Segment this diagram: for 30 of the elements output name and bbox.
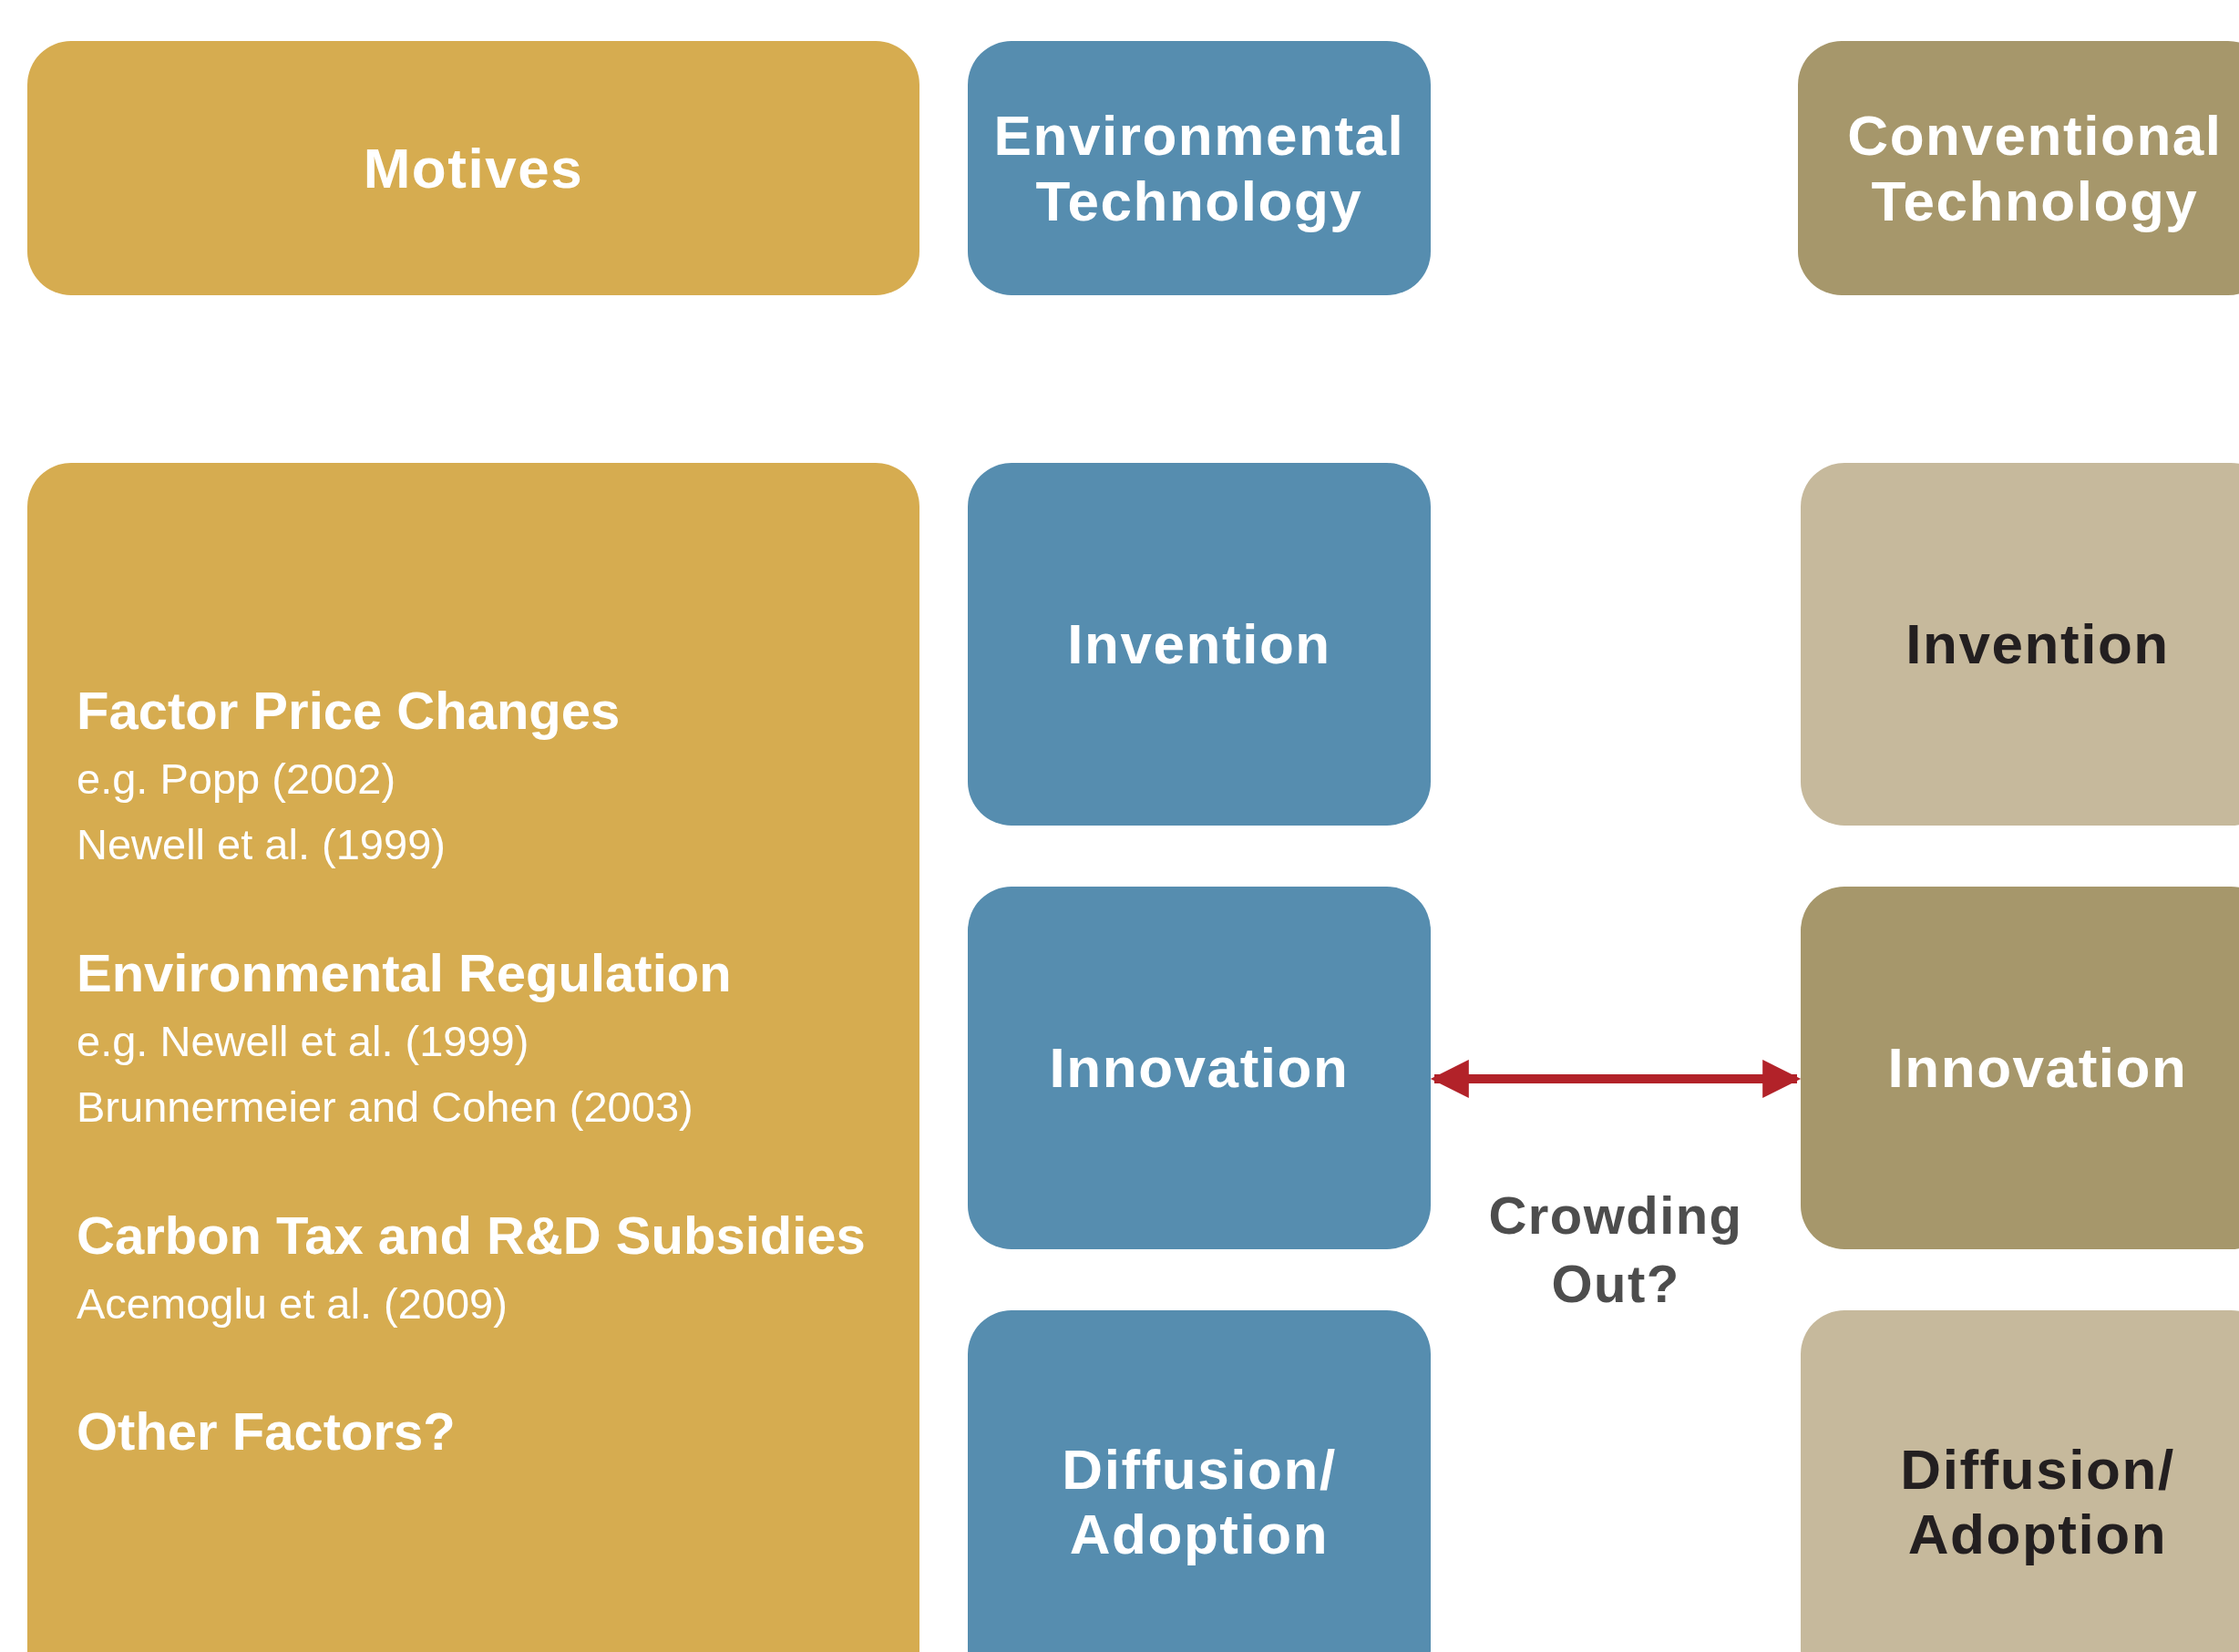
reference-text: e.g. Newell et al. (1999) [77, 1016, 529, 1067]
reference-text: Newell et al. (1999) [77, 819, 446, 870]
box-label: Innovation [1049, 1035, 1350, 1101]
box-label: Diffusion/ Adoption [1899, 1436, 2176, 1567]
box-label: Motives [363, 135, 584, 201]
stage-box [968, 1310, 1431, 1652]
header-box [968, 41, 1431, 295]
box-label: Conventional Technology [1846, 103, 2224, 233]
header-box [27, 41, 919, 295]
stage-box [1801, 1310, 2239, 1652]
stage-box [1801, 463, 2239, 826]
box-label: Invention [1067, 611, 1331, 677]
stage-box [968, 463, 1431, 826]
factor-heading: Carbon Tax and R&D Subsidies [77, 1205, 866, 1267]
factor-heading: Other Factors? [77, 1401, 456, 1462]
factor-heading: Environmental Regulation [77, 942, 732, 1004]
box-label: Environmental Technology [992, 103, 1406, 233]
edge-label: Crowding Out? [1487, 1184, 1744, 1316]
header-box [1798, 41, 2239, 295]
double-arrow [1430, 1059, 1802, 1098]
box-label: Invention [1905, 611, 2170, 677]
box-label: Diffusion/ Adoption [1061, 1436, 1338, 1567]
box-label: Innovation [1887, 1035, 2188, 1101]
reference-text: Brunnermeier and Cohen (2003) [77, 1082, 693, 1133]
stage-box [968, 887, 1431, 1249]
factor-heading: Factor Price Changes [77, 680, 621, 742]
motives-panel [27, 463, 919, 1652]
reference-text: Acemoglu et al. (2009) [77, 1278, 508, 1329]
stage-box [1801, 887, 2239, 1249]
reference-text: e.g. Popp (2002) [77, 754, 396, 805]
